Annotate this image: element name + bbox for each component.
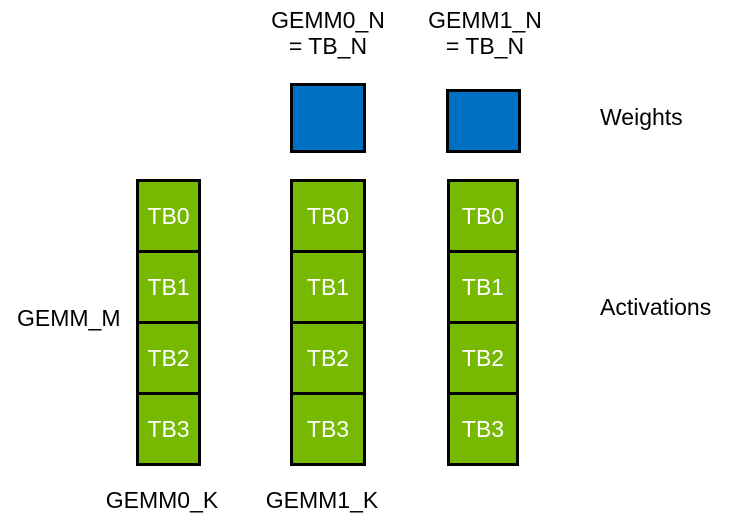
gemm1-n-line1: GEMM1_N	[428, 7, 542, 33]
gemm1-k-label: GEMM1_K	[265, 487, 379, 513]
thread-block-cell: TB1	[447, 250, 519, 324]
activation-column-gemm1: TB0 TB1 TB2 TB3	[290, 179, 366, 466]
gemm0-k-label: GEMM0_K	[105, 487, 219, 513]
gemm1-n-label: GEMM1_N = TB_N	[400, 7, 570, 59]
gemm1-n-line2: = TB_N	[445, 33, 525, 59]
thread-block-cell: TB3	[290, 392, 366, 466]
gemm0-n-line1: GEMM0_N	[271, 7, 385, 33]
weights-block-gemm1	[446, 89, 521, 153]
thread-block-cell: TB1	[136, 250, 201, 324]
activation-column-gemm0: TB0 TB1 TB2 TB3	[136, 179, 201, 466]
thread-block-cell: TB0	[447, 179, 519, 253]
thread-block-cell: TB2	[447, 321, 519, 395]
activations-label: Activations	[600, 294, 712, 320]
activation-column-gemm1-right: TB0 TB1 TB2 TB3	[447, 179, 519, 466]
thread-block-cell: TB1	[290, 250, 366, 324]
gemm-m-label: GEMM_M	[17, 305, 121, 331]
thread-block-cell: TB0	[290, 179, 366, 253]
thread-block-cell: TB0	[136, 179, 201, 253]
thread-block-cell: TB2	[136, 321, 201, 395]
thread-block-cell: TB3	[136, 392, 201, 466]
weights-label: Weights	[600, 104, 683, 130]
weights-block-gemm0	[290, 83, 366, 153]
gemm0-n-line2: = TB_N	[288, 33, 368, 59]
thread-block-cell: TB3	[447, 392, 519, 466]
thread-block-cell: TB2	[290, 321, 366, 395]
gemm0-n-label: GEMM0_N = TB_N	[243, 7, 413, 59]
